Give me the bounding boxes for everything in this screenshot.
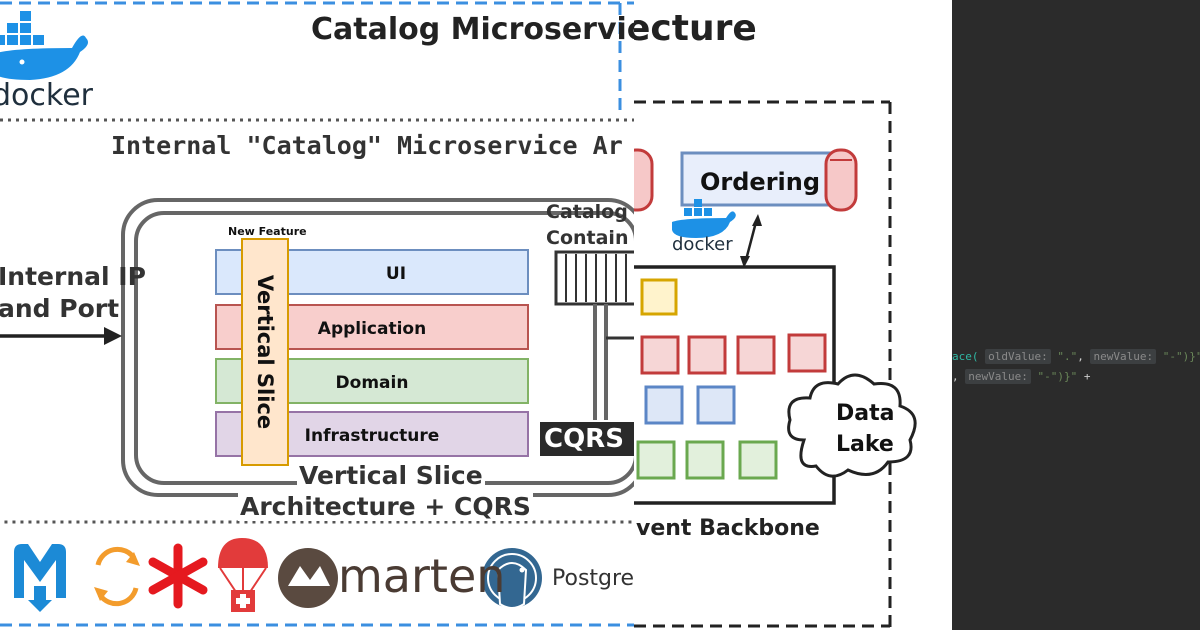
parachute-logo-icon bbox=[218, 538, 268, 612]
data-lake-label-line2: Lake bbox=[836, 432, 894, 457]
internal-microservice-boundary bbox=[0, 118, 634, 524]
cqrs-badge: CQRS bbox=[540, 422, 634, 456]
catalog-container-label-line1: Catalog bbox=[546, 201, 628, 223]
catalog-architecture-panel: Catalog Microservice docker Internal "Ca… bbox=[0, 1, 634, 627]
ordering-label: Ordering bbox=[700, 168, 821, 196]
event-squares-red bbox=[640, 333, 827, 375]
code-string-dash-2: "-")}" bbox=[1037, 370, 1078, 383]
docker-small-wordmark: docker bbox=[672, 234, 733, 255]
docker-whale-icon bbox=[0, 11, 88, 80]
masstransit-logo-icon bbox=[14, 544, 66, 612]
docker-small-icon bbox=[672, 199, 736, 238]
code-line-2[interactable]: , newValue: "-")}" + bbox=[952, 369, 1091, 384]
new-feature-label: New Feature bbox=[228, 225, 307, 238]
ui-layer-label: UI bbox=[385, 264, 407, 284]
catalog-container-label-line2: Contain bbox=[546, 227, 629, 249]
internal-ip-label: Internal IP bbox=[0, 262, 146, 291]
data-lake-cloud bbox=[787, 373, 917, 478]
vsa-caption-line1: Vertical Slice bbox=[297, 461, 485, 490]
internal-microservice-title: Internal "Catalog" Microservice Ar bbox=[111, 131, 623, 160]
refresh-logo-icon bbox=[95, 546, 139, 607]
vsa-caption-line2: Architecture + CQRS bbox=[238, 492, 533, 521]
marten-wordmark: marten bbox=[338, 549, 506, 603]
docker-wordmark: docker bbox=[0, 78, 93, 113]
event-architecture-svg bbox=[634, 100, 917, 628]
code-line-1[interactable]: ace( oldValue: ".", newValue: "-")}" + bbox=[952, 349, 1200, 364]
param-hint-oldvalue: oldValue: bbox=[985, 349, 1051, 364]
code-editor-panel: ace( oldValue: ".", newValue: "-")}" + ,… bbox=[952, 0, 1200, 630]
code-comma-2: , bbox=[952, 370, 959, 383]
event-architecture-panel: ecture Ordering docker Data Lake vent Ba… bbox=[634, 0, 952, 630]
catalog-container-stripes bbox=[565, 254, 627, 302]
port-label: and Port bbox=[0, 294, 120, 323]
domain-layer-label: Domain bbox=[335, 373, 409, 393]
event-squares-green bbox=[636, 440, 778, 480]
postgres-elephant-icon bbox=[482, 548, 542, 609]
vertical-slice-label: Vertical Slice bbox=[253, 274, 277, 430]
param-hint-newvalue-2: newValue: bbox=[965, 369, 1031, 384]
ordering-db-right-icon bbox=[824, 148, 858, 212]
application-layer-label: Application bbox=[317, 319, 427, 339]
catalog-architecture-svg bbox=[0, 1, 634, 627]
infrastructure-layer-label: Infrastructure bbox=[304, 426, 440, 446]
param-hint-newvalue: newValue: bbox=[1090, 349, 1157, 364]
ordering-box bbox=[680, 151, 842, 207]
asterisk-logo-icon bbox=[148, 543, 208, 609]
postgres-wordmark: Postgre bbox=[552, 566, 634, 591]
code-string-dot: "." bbox=[1057, 350, 1078, 363]
code-string-dash: "-")}" bbox=[1162, 350, 1200, 363]
code-plus-2: + bbox=[1083, 370, 1091, 383]
ordering-db-left-icon bbox=[634, 148, 654, 212]
vertical-slice-bar: Vertical Slice bbox=[241, 238, 289, 466]
code-fn-name: ace( bbox=[952, 350, 979, 363]
ordering-link-arrow bbox=[744, 221, 758, 261]
data-lake-label-line1: Data bbox=[836, 401, 895, 426]
catalog-title: Catalog Microservice bbox=[311, 12, 634, 47]
event-square-yellow bbox=[640, 278, 678, 316]
architecture-title-tail: ecture bbox=[634, 8, 757, 49]
ingress-arrowhead bbox=[104, 327, 122, 345]
marten-logo-icon bbox=[278, 548, 338, 608]
event-backbone-label: vent Backbone bbox=[636, 516, 820, 541]
event-squares-blue bbox=[644, 385, 736, 425]
code-comma: , bbox=[1077, 350, 1084, 363]
